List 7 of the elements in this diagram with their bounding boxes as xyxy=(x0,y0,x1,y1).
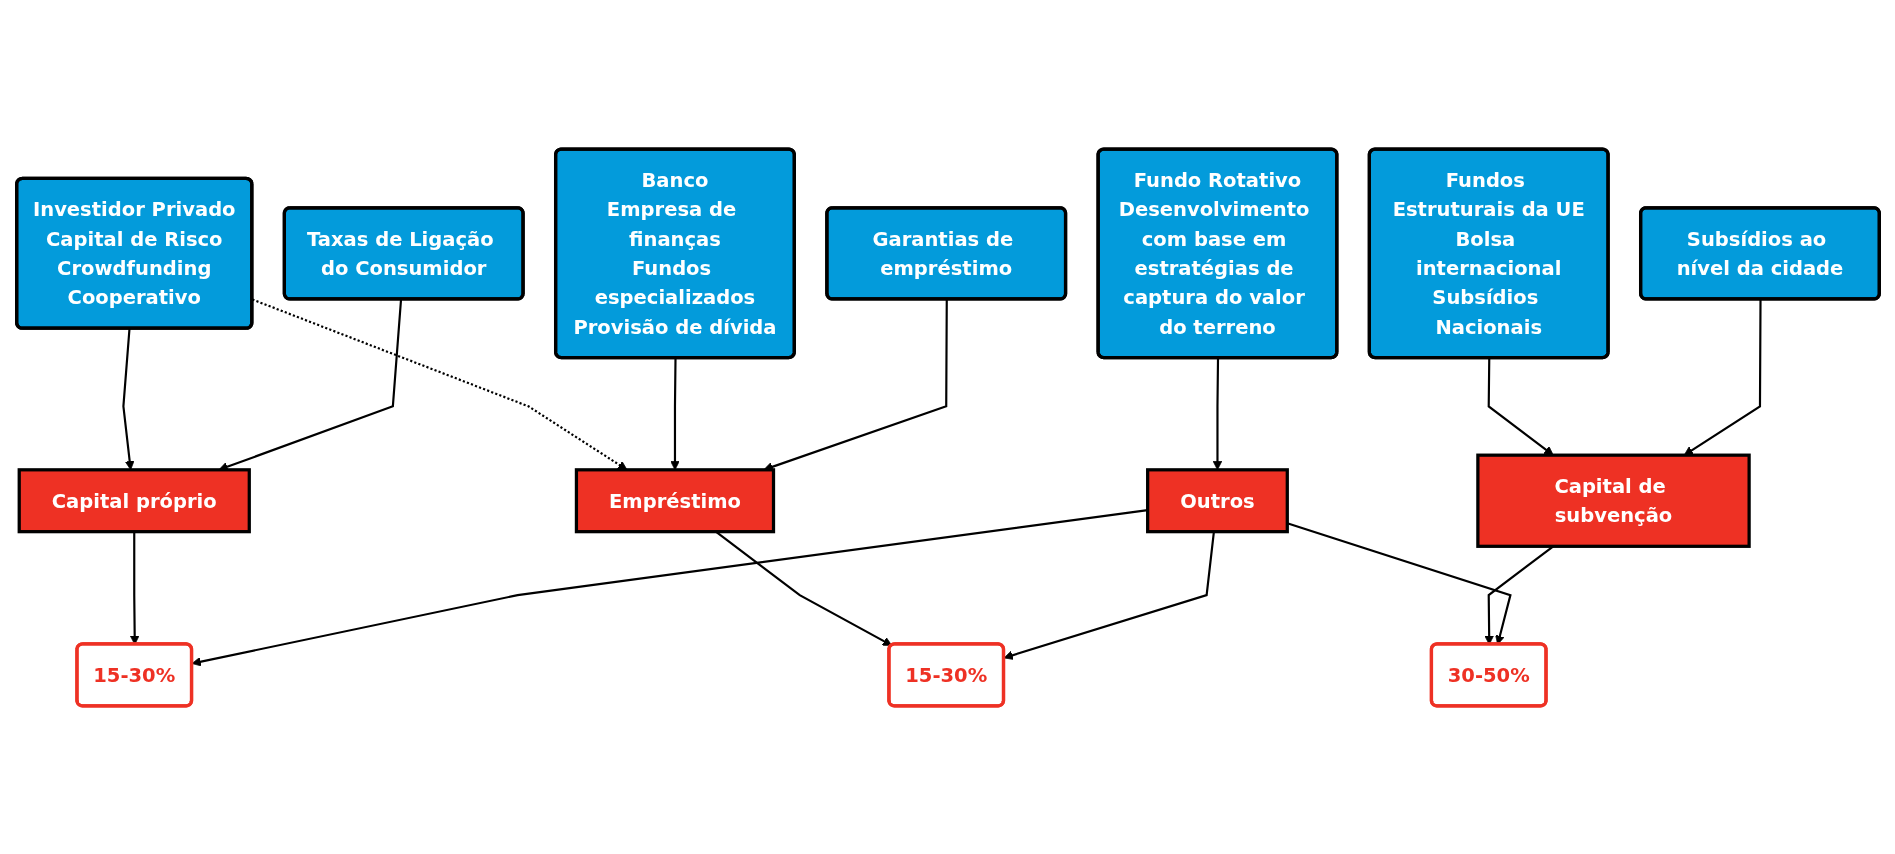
arrow xyxy=(1212,357,1222,470)
node-box: Outros xyxy=(1145,467,1289,533)
arrow xyxy=(669,357,680,470)
node-box: Empréstimo xyxy=(574,467,775,533)
node-box: Capital próprio xyxy=(17,467,251,533)
arrow xyxy=(121,328,134,470)
node-box: Capital de subvenção xyxy=(1475,453,1751,548)
